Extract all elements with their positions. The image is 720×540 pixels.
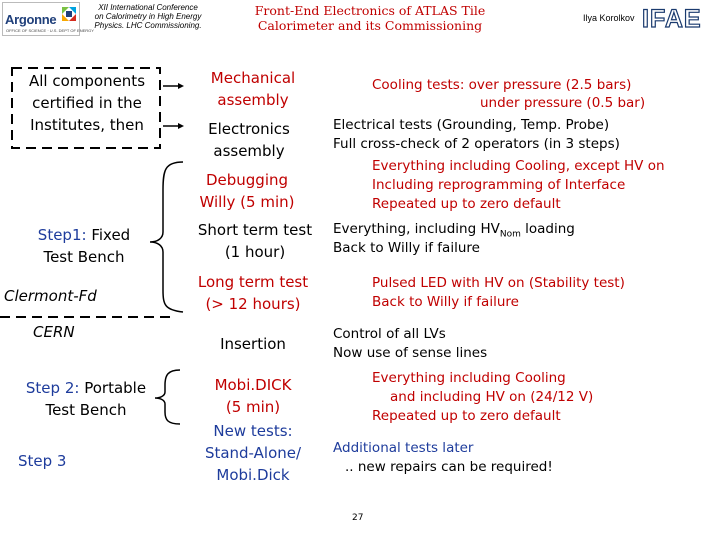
sense-lines: Now use of sense lines [333,345,488,361]
argonne-logo: Argonne OFFICE OF SCIENCE · U.S. DEPT OF… [2,2,94,36]
cross-check: Full cross-check of 2 operators (in 3 st… [333,136,620,152]
certified-line: All components [28,72,146,90]
cern-label: CERN [33,323,75,341]
step2-brace [154,369,181,425]
step1-label: Step1: Fixed Test Bench [14,224,154,268]
author-name: Ilya Korolkov [583,13,635,23]
short-term-detail: Everything, including HVNom loading [333,220,575,245]
stage-line: Stand-Alone/ [204,444,302,462]
step1-prefix: Step1: [37,226,87,244]
stage-insertion: Insertion [220,335,286,353]
stage-line: Electronics [208,120,290,138]
title-line: Calorimeter and its Commissioning [257,18,483,33]
pulsed-led: Pulsed LED with HV on (Stability test) [372,275,625,291]
conference-line: on Calorimetry in High Energy [94,12,202,21]
stage-line: Debugging [205,171,289,189]
stage-line: assembly [217,91,289,109]
everything-line-2: Including reprogramming of Interface [372,177,626,193]
stage-line: (1 hour) [224,243,286,261]
mobi-line-2: and including HV on (24/12 V) [390,389,594,405]
short-detail-suffix: loading [520,221,575,237]
stage-mobidick: Mobi.DICK (5 min) [178,374,328,418]
ifae-logo: IFAE [640,3,718,35]
new-repairs: .. new repairs can be required! [345,459,553,475]
step1-rest: Fixed [91,226,131,244]
control-lvs: Control of all LVs [333,326,446,342]
conference-name: XII International Conference on Calorime… [88,3,208,30]
stage-long-term: Long term test (> 12 hours) [178,271,328,315]
stage-line: (5 min) [225,398,281,416]
argonne-mark-icon [62,7,76,21]
mobi-line-3: Repeated up to zero default [372,408,561,424]
certified-line: Institutes, then [30,116,144,134]
stage-line: Willy (5 min) [199,193,295,211]
stage-debugging: Debugging Willy (5 min) [172,169,322,213]
back-to-willy-2: Back to Willy if failure [372,294,519,310]
step2-prefix: Step 2: [25,379,80,397]
short-detail-text: Everything, including HV [333,221,500,237]
stage-electronics: Electronics assembly [174,118,324,162]
ifae-logo-text: IFAE [641,4,702,33]
mobi-line-1: Everything including Cooling [372,370,566,386]
step2-line2: Test Bench [45,401,127,419]
stage-line: Mechanical [210,69,296,87]
slide-title: Front-End Electronics of ATLAS Tile Calo… [230,3,510,33]
step1-brace [149,161,184,313]
everything-line-1: Everything including Cooling, except HV … [372,158,665,174]
clermont-label: Clermont-Fd [4,287,97,305]
electrical-tests: Electrical tests (Grounding, Temp. Probe… [333,117,610,133]
certified-line: certified in the [32,94,142,112]
conference-line: Physics. LHC Commissioning. [94,21,202,30]
arrow-head [178,123,184,129]
certified-dashed-box [11,67,161,149]
additional-tests: Additional tests later [333,440,474,456]
step2-rest: Portable [84,379,147,397]
argonne-logo-text: Argonne [5,12,57,27]
cooling-line-1: Cooling tests: over pressure (2.5 bars) [372,77,632,93]
everything-line-3: Repeated up to zero default [372,196,561,212]
step2-label: Step 2: Portable Test Bench [12,377,160,421]
certified-text: All components certified in the Institut… [14,70,160,136]
stage-line: Short term test [197,221,313,239]
stage-new-tests: New tests: Stand-Alone/ Mobi.Dick [178,420,328,486]
stage-line: Mobi.DICK [214,376,292,394]
conference-line: XII International Conference [98,3,198,12]
stage-line: New tests: [213,422,293,440]
title-line: Front-End Electronics of ATLAS Tile [254,3,486,18]
step3-label: Step 3 [18,452,67,470]
stage-mechanical: Mechanical assembly [178,67,328,111]
stage-line: (> 12 hours) [205,295,301,313]
hv-subscript: Nom [499,229,521,240]
stage-line: Mobi.Dick [216,466,290,484]
stage-short-term: Short term test (1 hour) [180,219,330,263]
cooling-line-2: under pressure (0.5 bar) [480,95,646,111]
step1-line2: Test Bench [43,248,125,266]
arrow-head [178,83,184,89]
page-number: 27 [352,513,364,523]
back-to-willy-1: Back to Willy if failure [333,240,480,256]
stage-line: Long term test [197,273,309,291]
argonne-logo-subtext: OFFICE OF SCIENCE · U.S. DEPT OF ENERGY [6,28,94,33]
stage-line: assembly [213,142,285,160]
